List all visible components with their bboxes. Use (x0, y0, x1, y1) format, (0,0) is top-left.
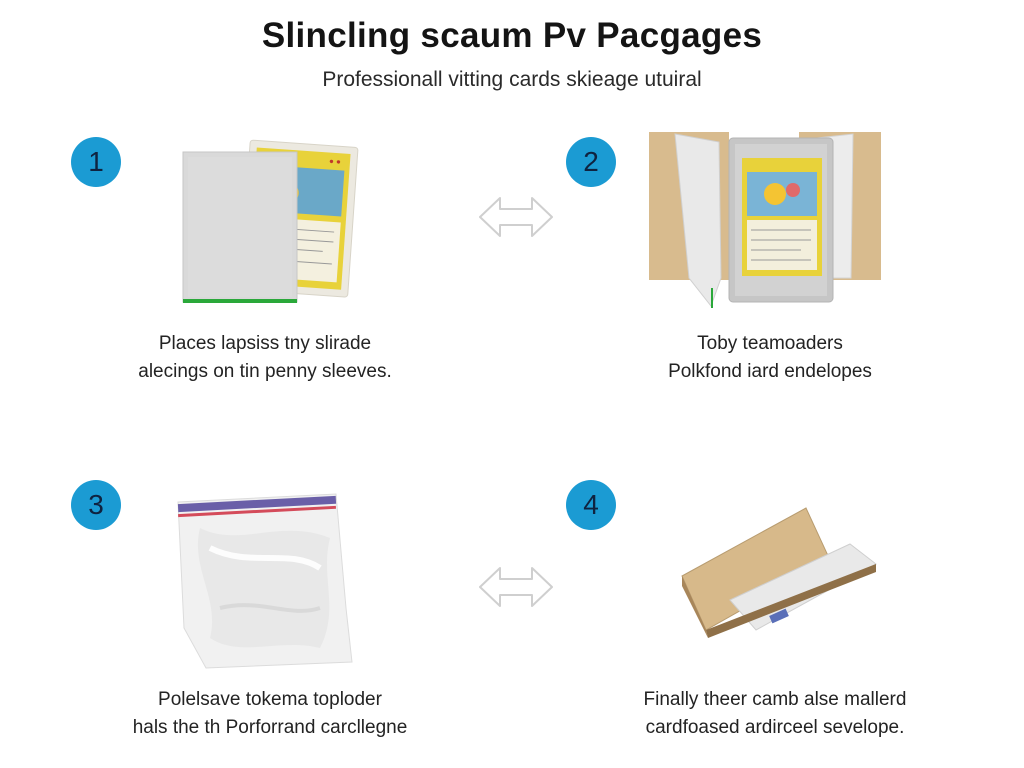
step-2-badge: 2 (566, 137, 616, 187)
step-1-caption: Places lapsiss tny slirade alecings on t… (95, 330, 435, 386)
page-title: Slincling scaum Pv Pacgages (261, 16, 763, 55)
svg-text:● ●: ● ● (329, 157, 342, 167)
double-arrow-icon (479, 197, 553, 237)
step-4-caption-line2: cardfoased ardirceel sevelope. (645, 717, 905, 738)
step-2-caption-line2: Polkfond iard endelopes (668, 361, 872, 382)
penny-sleeve-card-illustration: ● ● (182, 139, 359, 303)
toploader-envelope-illustration (649, 132, 881, 308)
step-2-caption-line1: Toby teamoaders (697, 333, 843, 354)
step-4-caption: Finally theer camb alse mallerd cardfoas… (595, 686, 955, 742)
plastic-bag-illustration (177, 493, 353, 669)
step-1-caption-line1: Places lapsiss tny slirade (158, 333, 372, 354)
step-3-caption-line1: Polelsave tokema toploder (158, 689, 382, 710)
step-4-caption-line1: Finally theer camb alse mallerd (643, 689, 907, 710)
page-subtitle: Professionall vitting cards skieage utui… (322, 68, 702, 91)
step-2-caption: Toby teamoaders Polkfond iard endelopes (595, 330, 945, 386)
double-arrow-icon (479, 567, 553, 607)
step-1-caption-line2: alecings on tin penny sleeves. (138, 361, 392, 382)
step-1-badge: 1 (71, 137, 121, 187)
step-4-badge: 4 (566, 480, 616, 530)
step-3-caption: Polelsave tokema toploder hals the th Po… (95, 686, 445, 742)
cardboard-mailer-illustration (681, 507, 877, 638)
step-3-caption-line2: hals the th Porforrand carcllegne (132, 717, 408, 738)
step-3-badge: 3 (71, 480, 121, 530)
